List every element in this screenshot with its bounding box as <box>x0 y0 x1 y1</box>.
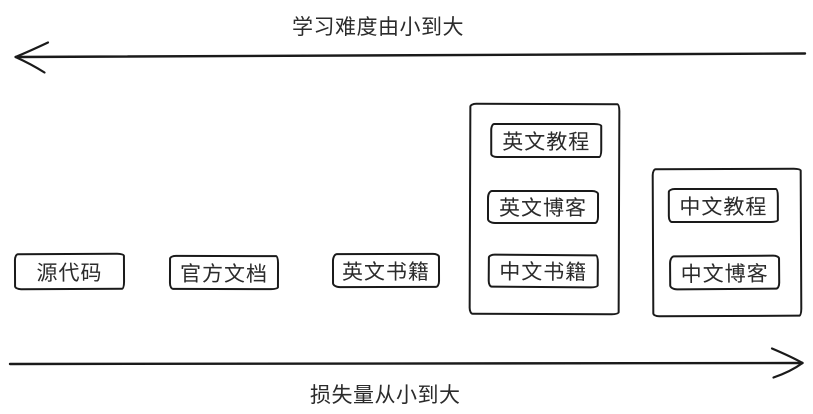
node-chinese-tutorials-label: 中文教程 <box>679 195 768 219</box>
node-english-books-label: 英文书籍 <box>341 260 431 284</box>
difficulty-axis-label: 学习难度由小到大 <box>292 16 464 39</box>
node-english-blogs-label: 英文博客 <box>498 196 588 221</box>
node-english-tutorials-label: 英文教程 <box>502 130 591 154</box>
node-official-docs-label: 官方文档 <box>179 262 269 286</box>
node-official-docs: 官方文档 <box>168 254 280 291</box>
loss-axis-arrow-right <box>8 347 804 379</box>
node-chinese-blogs-label: 中文博客 <box>680 262 769 286</box>
node-chinese-tutorials: 中文教程 <box>667 187 779 224</box>
difficulty-axis-arrow-left <box>14 41 807 74</box>
node-source-code: 源代码 <box>13 252 126 291</box>
node-english-blogs: 英文博客 <box>486 189 600 225</box>
group-chinese-resources: 中文教程 中文博客 <box>651 167 803 318</box>
node-english-books: 英文书籍 <box>331 252 441 289</box>
node-chinese-blogs: 中文博客 <box>669 254 781 291</box>
node-source-code-label: 源代码 <box>36 261 103 285</box>
node-chinese-books-label: 中文书籍 <box>499 260 588 285</box>
group-english-resources: 英文教程 英文博客 中文书籍 <box>468 102 621 316</box>
node-english-tutorials: 英文教程 <box>490 122 603 159</box>
loss-axis-label: 损失量从小到大 <box>310 384 461 407</box>
node-chinese-books: 中文书籍 <box>487 253 599 289</box>
